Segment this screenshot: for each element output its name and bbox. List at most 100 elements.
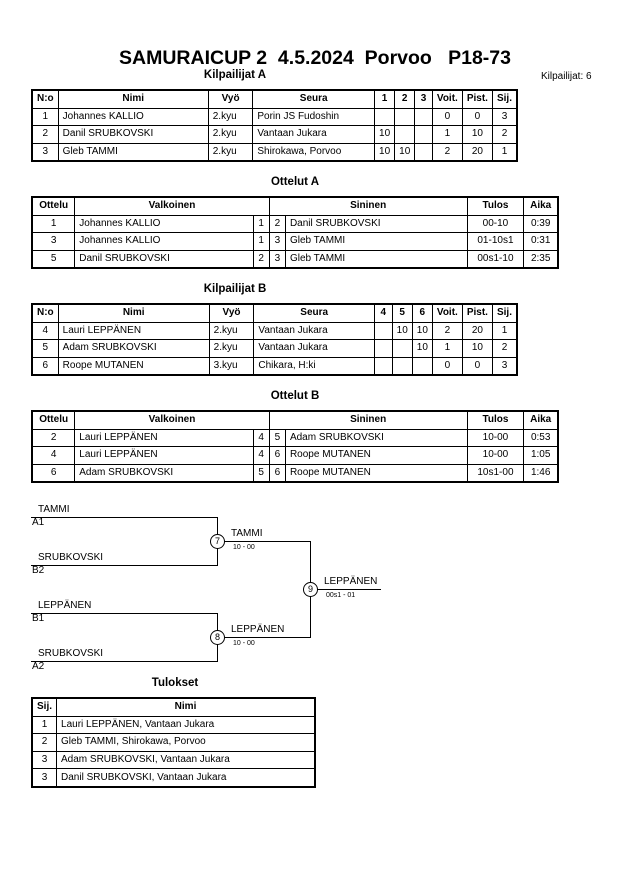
cell-time: 0:39: [523, 214, 559, 234]
bracket-entrant-seed: B2: [32, 565, 45, 576]
cell-vs-1: 10: [374, 125, 396, 144]
cell-white-no: 5: [252, 463, 270, 483]
header-white: Valkoinen: [74, 410, 270, 430]
header-white: Valkoinen: [74, 196, 270, 216]
table-row: 1 Johannes KALLIO 2.kyu Porin JS Fudoshi…: [31, 107, 518, 127]
cell-vs-3: [414, 125, 433, 144]
cell-result: 10-00: [466, 446, 525, 465]
cell-rank: 1: [491, 321, 518, 341]
cell-white-name: Danil SRUBKOVSKI: [74, 249, 254, 269]
cell-vs-2: 10: [394, 142, 416, 162]
cell-result: 00s1-10: [466, 249, 525, 269]
cell-match: 5: [31, 249, 76, 269]
cell-wins: 0: [431, 356, 463, 376]
cell-name: Lauri LEPPÄNEN, Vantaan Jukara: [56, 715, 316, 735]
cell-vs-5: [391, 339, 413, 358]
cell-vs-4: [373, 339, 393, 358]
cell-points: 0: [461, 356, 493, 376]
table-row: 5 Danil SRUBKOVSKI 2 3 Gleb TAMMI 00s1-1…: [31, 249, 559, 269]
matches-a-table: Ottelu Valkoinen Sininen Tulos Aika 1 Jo…: [31, 196, 559, 270]
cell-time: 1:46: [523, 463, 559, 483]
header-blue: Sininen: [268, 410, 468, 430]
cell-no: 3: [31, 142, 59, 162]
match-number-badge: 7: [210, 534, 225, 549]
header-rank: Sij.: [491, 303, 518, 323]
cell-name: Lauri LEPPÄNEN: [57, 321, 210, 341]
table-row: 6 Adam SRUBKOVSKI 5 6 Roope MUTANEN 10s1…: [31, 463, 559, 483]
section-results: Tulokset: [151, 677, 199, 689]
cell-name: Johannes KALLIO: [57, 107, 209, 127]
cell-vs-1: [374, 107, 396, 127]
cell-rank: 3: [491, 107, 518, 127]
cell-vs-3: [414, 107, 433, 127]
cell-vs-6: 10: [411, 339, 433, 358]
cell-vs-3: [414, 142, 433, 162]
bracket-line: [31, 661, 217, 662]
bracket-line: [310, 589, 381, 590]
cell-time: 0:31: [523, 232, 559, 251]
header-rank: Sij.: [31, 697, 58, 717]
cell-blue-name: Danil SRUBKOVSKI: [284, 214, 468, 234]
semi2-score: 10 - 00: [233, 640, 255, 647]
cell-club: Shirokawa, Porvoo: [252, 142, 376, 162]
cell-rank: 3: [31, 768, 58, 788]
bracket-entrant-name: TAMMI: [38, 504, 70, 515]
header-vs-5: 5: [391, 303, 413, 323]
bracket-line: [31, 517, 217, 518]
cell-club: Chikara, H:ki: [253, 356, 375, 376]
bracket-line: [31, 613, 217, 614]
cell-result: 01-10s1: [466, 232, 525, 251]
cell-white-no: 1: [252, 214, 270, 234]
cell-club: Vantaan Jukara: [252, 125, 376, 144]
competitor-count: Kilpailijat: 6: [541, 71, 592, 82]
bracket-entrant-name: SRUBKOVSKI: [38, 552, 104, 563]
header-club: Seura: [252, 89, 376, 109]
header-club: Seura: [253, 303, 375, 323]
cell-white-no: 1: [252, 232, 270, 251]
header-belt: Vyö: [207, 89, 254, 109]
cell-vs-2: [394, 125, 416, 144]
cell-match: 1: [31, 214, 76, 234]
cell-vs-5: [391, 356, 413, 376]
cell-result: 10s1-00: [466, 463, 525, 483]
cell-blue-no: 2: [268, 214, 286, 234]
bracket-line: [217, 541, 310, 542]
cell-club: Vantaan Jukara: [253, 339, 375, 358]
cell-blue-name: Roope MUTANEN: [284, 463, 468, 483]
header-points: Pist.: [461, 89, 493, 109]
cell-belt: 2.kyu: [208, 321, 255, 341]
header-name: Nimi: [56, 697, 316, 717]
header-no: N:o: [31, 303, 59, 323]
cell-belt: 2.kyu: [207, 142, 254, 162]
cell-blue-no: 3: [268, 232, 286, 251]
bracket-entrant-seed: A1: [32, 517, 45, 528]
cell-result: 10-00: [466, 428, 525, 448]
table-header-row: N:o Nimi Vyö Seura 4 5 6 Voit. Pist. Sij…: [31, 303, 518, 323]
header-match: Ottelu: [31, 410, 76, 430]
cell-blue-no: 3: [268, 249, 286, 269]
table-header-row: Sij. Nimi: [31, 697, 316, 717]
header-points: Pist.: [461, 303, 493, 323]
cell-points: 10: [461, 339, 493, 358]
table-row: 1 Johannes KALLIO 1 2 Danil SRUBKOVSKI 0…: [31, 214, 559, 234]
cell-vs-4: [373, 321, 393, 341]
section-competitors-b: Kilpailijat B: [203, 283, 267, 295]
header-vs-6: 6: [411, 303, 433, 323]
cell-white-name: Lauri LEPPÄNEN: [74, 428, 254, 448]
cell-white-no: 4: [252, 428, 270, 448]
final-winner: LEPPÄNEN: [324, 576, 378, 587]
table-header-row: Ottelu Valkoinen Sininen Tulos Aika: [31, 410, 559, 430]
cell-points: 10: [461, 125, 493, 144]
header-rank: Sij.: [491, 89, 518, 109]
header-vs-3: 3: [414, 89, 433, 109]
semi2-winner: LEPPÄNEN: [231, 624, 285, 635]
cell-belt: 2.kyu: [208, 339, 255, 358]
header-match: Ottelu: [31, 196, 76, 216]
cell-no: 5: [31, 339, 59, 358]
header-no: N:o: [31, 89, 59, 109]
table-row: 2 Lauri LEPPÄNEN 4 5 Adam SRUBKOVSKI 10-…: [31, 428, 559, 448]
header-vs-4: 4: [373, 303, 393, 323]
cell-white-name: Johannes KALLIO: [74, 214, 254, 234]
cell-blue-no: 6: [268, 446, 286, 465]
cell-vs-4: [373, 356, 393, 376]
